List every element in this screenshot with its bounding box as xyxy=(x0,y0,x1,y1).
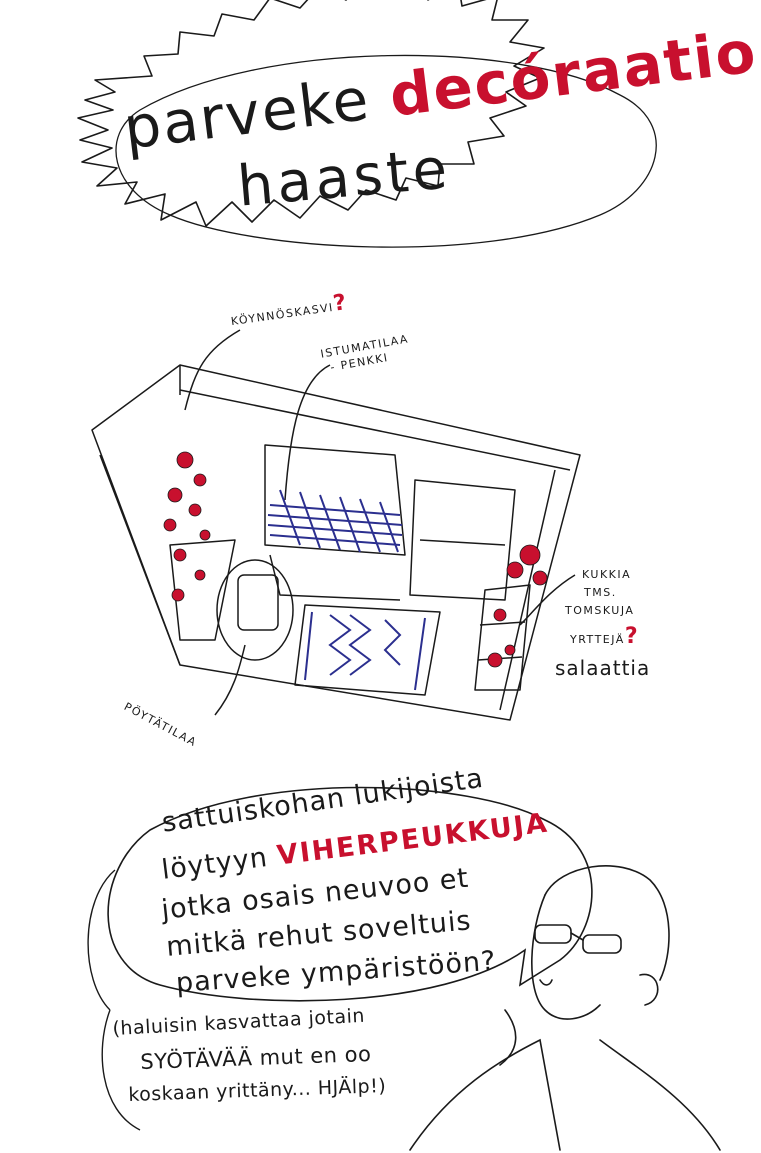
label-salad: salaattia xyxy=(555,656,651,680)
blue-shading xyxy=(267,489,426,691)
label-flowers-question: ? xyxy=(624,624,640,649)
balcony-drawing xyxy=(91,329,581,721)
label-flowers-2: TMS. xyxy=(584,586,617,599)
title-frame-inner xyxy=(115,54,657,248)
red-plants xyxy=(163,451,548,668)
label-flowers-1: KUKKIA xyxy=(582,568,632,581)
aside-bubble xyxy=(87,869,141,1131)
title-frame xyxy=(77,0,545,227)
character-drawing xyxy=(409,865,721,1151)
label-flowers-3: TOMSKUJA xyxy=(565,604,635,617)
speech-bubble xyxy=(107,786,593,1002)
label-flowers-4: YRTTEJÄ? xyxy=(570,624,639,649)
label-flowers-4-text: YRTTEJÄ xyxy=(570,633,625,646)
